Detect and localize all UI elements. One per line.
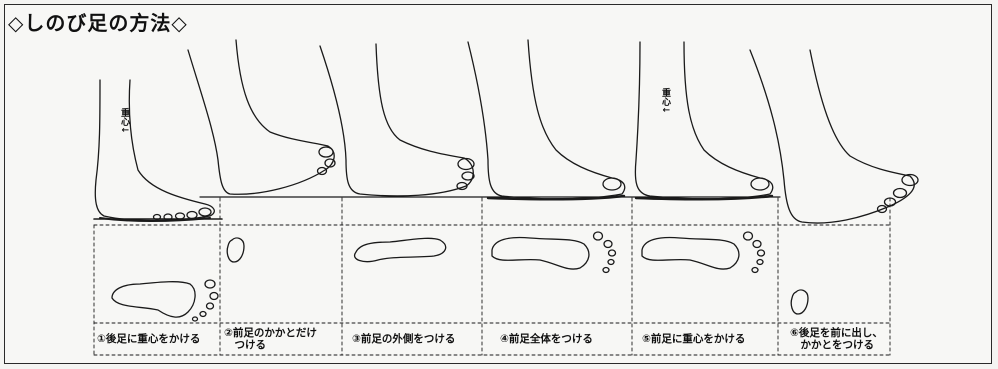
- footprint-3: [355, 238, 446, 261]
- grid-lines: [94, 198, 890, 355]
- footprint-1: [112, 280, 218, 321]
- pressure-label-1: 重心↓: [118, 108, 131, 134]
- footprint-2: [227, 238, 244, 262]
- caption-step-2: ②前足のかかとだけ つける: [224, 327, 317, 351]
- caption-step-4: ④前足全体をつける: [500, 333, 593, 345]
- caption-step-5: ⑤前足に重心をかける: [642, 333, 745, 345]
- pressure-label-5: 重心↓: [659, 88, 672, 114]
- foot-step-5: [635, 42, 772, 199]
- foot-step-1: [95, 80, 214, 221]
- foot-step-4: [468, 40, 625, 199]
- foot-step-3: [320, 44, 474, 196]
- foot-step-2: [188, 40, 335, 194]
- caption-step-3: ③前足の外側をつける: [352, 333, 455, 345]
- footprint-6: [791, 290, 808, 314]
- footprint-4: [492, 232, 616, 273]
- footprint-5: [642, 232, 765, 273]
- caption-step-6: ⑥後足を前に出し、 かかとをつける: [790, 327, 883, 351]
- caption-step-1: ①後足に重心をかける: [97, 333, 200, 345]
